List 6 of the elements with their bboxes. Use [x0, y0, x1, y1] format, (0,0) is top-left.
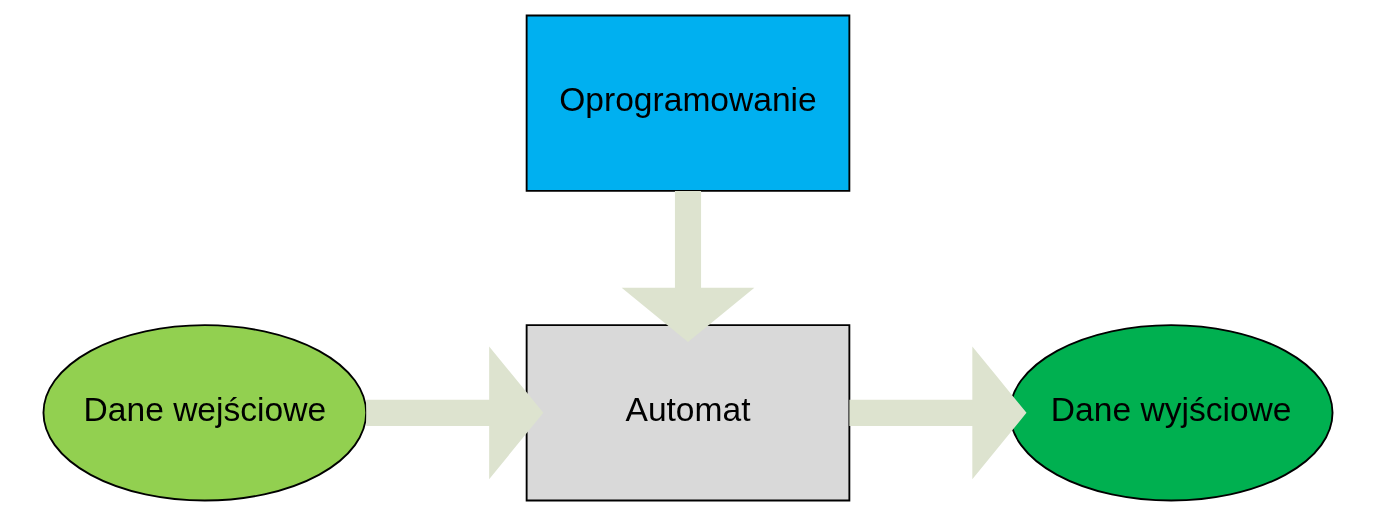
arrow — [621, 191, 755, 342]
arrow — [366, 346, 544, 480]
node-ellipse: Dane wejściowe — [42, 324, 368, 502]
node-box: Oprogramowanie — [525, 14, 851, 192]
arrow — [849, 346, 1027, 480]
node-box: Automat — [525, 324, 851, 502]
